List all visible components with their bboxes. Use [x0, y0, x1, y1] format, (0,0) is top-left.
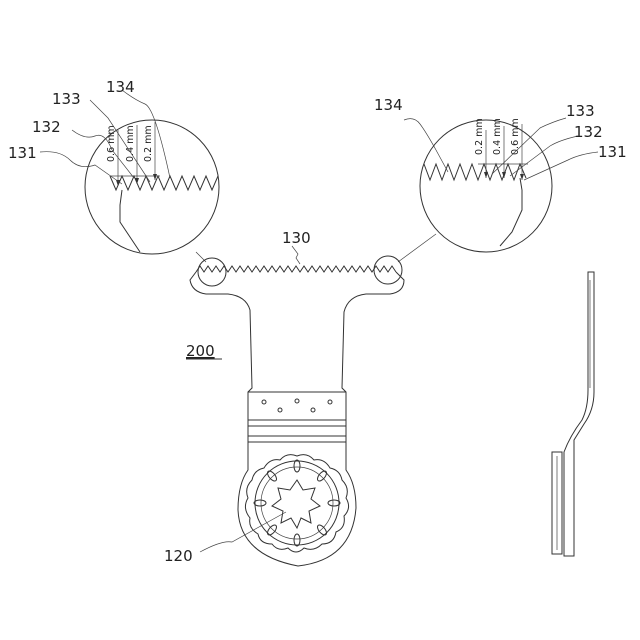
right-dim-text-3: 0.6 mm — [510, 118, 521, 155]
side-view-outline — [564, 272, 594, 556]
left-detail-teeth — [110, 176, 218, 190]
right-dim-text-1: 0.2 mm — [474, 118, 485, 155]
rivet — [311, 408, 315, 412]
right-dim-arrow-1 — [484, 172, 488, 178]
left-dim-text-3: 0.2 mm — [143, 125, 154, 162]
right-detail-teeth — [424, 164, 526, 180]
rivet — [262, 400, 266, 404]
rivet — [295, 399, 299, 403]
label-132-left: 132 — [32, 118, 61, 136]
blade-outline — [190, 272, 404, 566]
mount-star-hole — [272, 480, 320, 528]
label-200: 200 — [186, 342, 215, 360]
left-dim-text-2: 0.4 mm — [125, 125, 136, 162]
right-detail-view: 0.2 mm 0.4 mm 0.6 mm 134 133 132 131 — [374, 96, 627, 252]
label-131-right: 131 — [598, 143, 627, 161]
left-leader-133 — [90, 100, 150, 182]
label-134-left: 134 — [106, 78, 135, 96]
mount-slots — [254, 460, 340, 546]
label-120: 120 — [164, 547, 193, 565]
right-leader-131 — [524, 152, 598, 180]
label-130: 130 — [282, 229, 311, 247]
saw-blade — [190, 256, 404, 566]
leader-130 — [292, 246, 300, 264]
left-detail-view: 0.6 mm 0.4 mm 0.2 mm 131 132 133 134 — [8, 78, 219, 254]
label-132-right: 132 — [574, 123, 603, 141]
right-leader-134 — [404, 119, 448, 172]
right-detail-connector — [398, 234, 436, 262]
left-detail-blade-edge — [120, 190, 140, 252]
label-133-right: 133 — [566, 102, 595, 120]
right-dim-text-2: 0.4 mm — [492, 118, 503, 155]
right-detail-blade-edge — [500, 178, 522, 246]
label-133-left: 133 — [52, 90, 81, 108]
label-131-left: 131 — [8, 144, 37, 162]
rivet — [328, 400, 332, 404]
rivet — [278, 408, 282, 412]
label-134-right: 134 — [374, 96, 403, 114]
side-view — [552, 272, 594, 556]
left-dim-text-1: 0.6 mm — [106, 125, 117, 162]
